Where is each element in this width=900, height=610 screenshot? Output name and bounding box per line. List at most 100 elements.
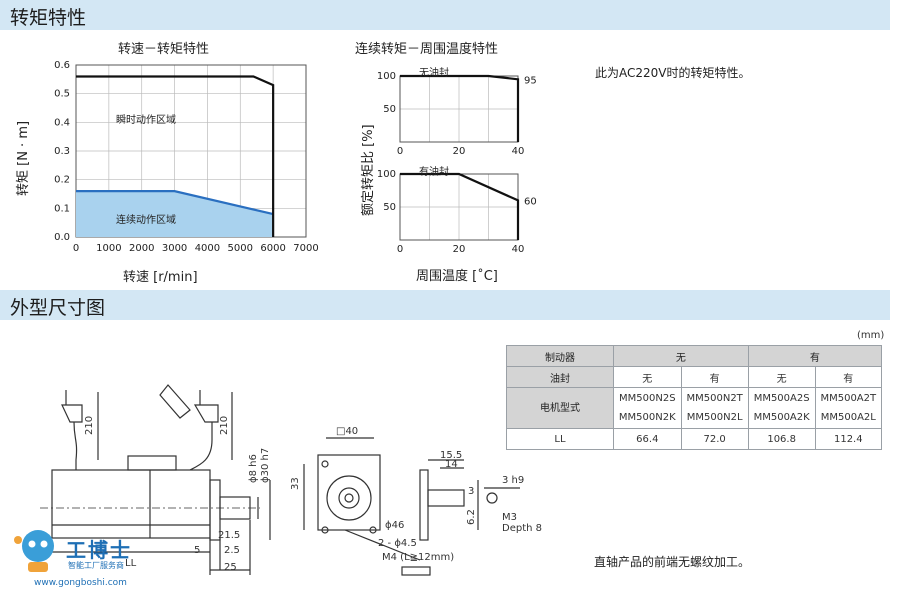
- table-cell: 有: [680, 366, 749, 388]
- chart3-xtick-label: 40: [512, 244, 525, 255]
- torque-speed-chart: 0 1000 2000 3000 4000 5000 6000 7000 0.0 0.1 0.2 0.…: [54, 60, 319, 254]
- table-cell: 无: [613, 366, 682, 388]
- chart1-ytick-label: 0.2: [54, 175, 70, 186]
- chart1-xtick-label: 3000: [162, 243, 187, 254]
- table-cell: MM500A2S MM500A2K: [747, 387, 816, 429]
- chart1-xtick-label: 2000: [129, 243, 154, 254]
- dim-phi46: ϕ46: [385, 520, 404, 531]
- dim-cable-1: 210: [84, 416, 95, 435]
- dim-3h9: 3 h9: [502, 475, 524, 486]
- model-code: MM500N2K: [618, 412, 676, 423]
- dim-ll: LL: [125, 558, 137, 569]
- table-cell: 无: [613, 345, 749, 367]
- dim-15-5: 15.5: [440, 450, 462, 461]
- chart3-end-label: 60: [524, 196, 537, 207]
- dimension-section-band: 外型尺寸图: [0, 290, 890, 320]
- dim-depth: Depth 8: [502, 523, 542, 534]
- motor-dimension-drawing: 210 210 LL 21.5 5 2.5 25 ϕ8 h6 ϕ30 h7 □4…: [40, 384, 542, 576]
- chart1-ytick-label: 0.1: [54, 203, 70, 214]
- table-row: 油封 无 有 无 有: [506, 366, 883, 388]
- model-code: MM500N2L: [686, 412, 743, 423]
- table-cell: 制动器: [506, 345, 614, 367]
- shaft-note: 直轴产品的前端无螺纹加工。: [594, 555, 751, 569]
- table-cell: 有: [814, 366, 883, 388]
- chart1-xtick-label: 6000: [260, 243, 285, 254]
- dim-m4: M4 (L≧12mm): [382, 552, 454, 563]
- gongboshi-logo: 工博士 智能工厂服务商 www.gongboshi.com: [8, 520, 148, 605]
- table-unit: (mm): [857, 330, 885, 341]
- chart1-xtick-label: 4000: [195, 243, 220, 254]
- chart1-ytick-label: 0.0: [54, 232, 70, 243]
- dim-6-2: 6.2: [466, 509, 477, 525]
- chart2-panel-label: 无油封: [419, 68, 449, 79]
- chart1-xtick-label: 0: [73, 243, 79, 254]
- table-cell: 72.0: [680, 428, 749, 450]
- chart3-xtick-label: 20: [453, 244, 466, 255]
- model-code: MM500A2T: [820, 393, 877, 404]
- dim-33: 33: [290, 477, 301, 490]
- dim-3: 3: [468, 486, 474, 497]
- dim-25: 25: [224, 562, 237, 573]
- chart1-xtick-label: 5000: [228, 243, 253, 254]
- table-cell: LL: [506, 428, 614, 450]
- chart3-line: [400, 172, 520, 240]
- chart3-ytick-label: 100: [377, 169, 396, 180]
- dim-cable-2: 210: [219, 416, 230, 435]
- chart2-ytick-label: 50: [383, 104, 396, 115]
- chart2-end-label: 95: [524, 75, 537, 86]
- dim-m3: M3: [502, 512, 517, 523]
- model-code: MM500N2T: [686, 393, 743, 404]
- chart1-xlabel: 转速 [r/min]: [123, 270, 198, 285]
- torque-section-title: 转矩特性: [10, 7, 87, 29]
- chart1-instant-line: [76, 75, 275, 237]
- ac-note: 此为AC220V时的转矩特性。: [595, 66, 751, 80]
- table-cell: 电机型式: [506, 387, 614, 429]
- chart3-panel-label: 有油封: [419, 167, 449, 178]
- chart1-continuous-line: [76, 190, 274, 216]
- chart1-xtick-label: 7000: [293, 243, 318, 254]
- model-code: MM500A2K: [753, 412, 810, 423]
- table-cell: MM500A2T MM500A2L: [814, 387, 883, 429]
- table-cell: MM500N2T MM500N2L: [680, 387, 749, 429]
- chart2-line: [400, 74, 520, 142]
- chart3-xlabel: 周围温度 [˚C]: [416, 269, 498, 284]
- torque-section-band: 转矩特性: [0, 0, 890, 30]
- dim-2-5: 2.5: [224, 545, 240, 556]
- dimension-section-title: 外型尺寸图: [10, 297, 106, 319]
- chart1-ylabel: 转矩 [N · m]: [16, 120, 31, 196]
- chart2-title: 连续转矩－周围温度特性: [355, 42, 499, 57]
- robot-mascot-icon: [14, 530, 54, 572]
- chart2-xtick-label: 0: [397, 146, 403, 157]
- dim-21-5: 21.5: [218, 530, 240, 541]
- table-row: LL 66.4 72.0 106.8 112.4: [506, 428, 883, 450]
- dim-phi30: ϕ30 h7: [260, 448, 271, 483]
- logo-tagline: 智能工厂服务商: [68, 561, 124, 570]
- chart3-xtick-label: 0: [397, 244, 403, 255]
- dim-holes: 2 - ϕ4.5: [378, 538, 417, 549]
- chart1-ytick-label: 0.4: [54, 117, 70, 128]
- chart2-ytick-label: 100: [377, 71, 396, 82]
- model-code: MM500A2L: [820, 412, 876, 423]
- chart1-ytick-label: 0.5: [54, 89, 70, 100]
- dim-sq40: □40: [336, 426, 358, 437]
- table-cell: 有: [747, 345, 883, 367]
- logo-url: www.gongboshi.com: [34, 578, 127, 588]
- chart1-ytick-label: 0.3: [54, 146, 70, 157]
- table-cell: 112.4: [814, 428, 883, 450]
- chart1-series-label-instant: 瞬时动作区域: [116, 115, 176, 126]
- dim-5: 5: [194, 545, 200, 556]
- dim-14: 14: [445, 459, 458, 470]
- chart1-ytick-label: 0.6: [54, 60, 70, 71]
- chart1-title: 转速－转矩特性: [118, 42, 210, 57]
- front-view-outline: [317, 454, 381, 531]
- chart1-xtick-label: 1000: [96, 243, 121, 254]
- model-code: MM500A2S: [753, 393, 810, 404]
- table-row: 制动器 无 有: [506, 345, 883, 367]
- table-cell: 66.4: [613, 428, 682, 450]
- chart2-xtick-label: 40: [512, 146, 525, 157]
